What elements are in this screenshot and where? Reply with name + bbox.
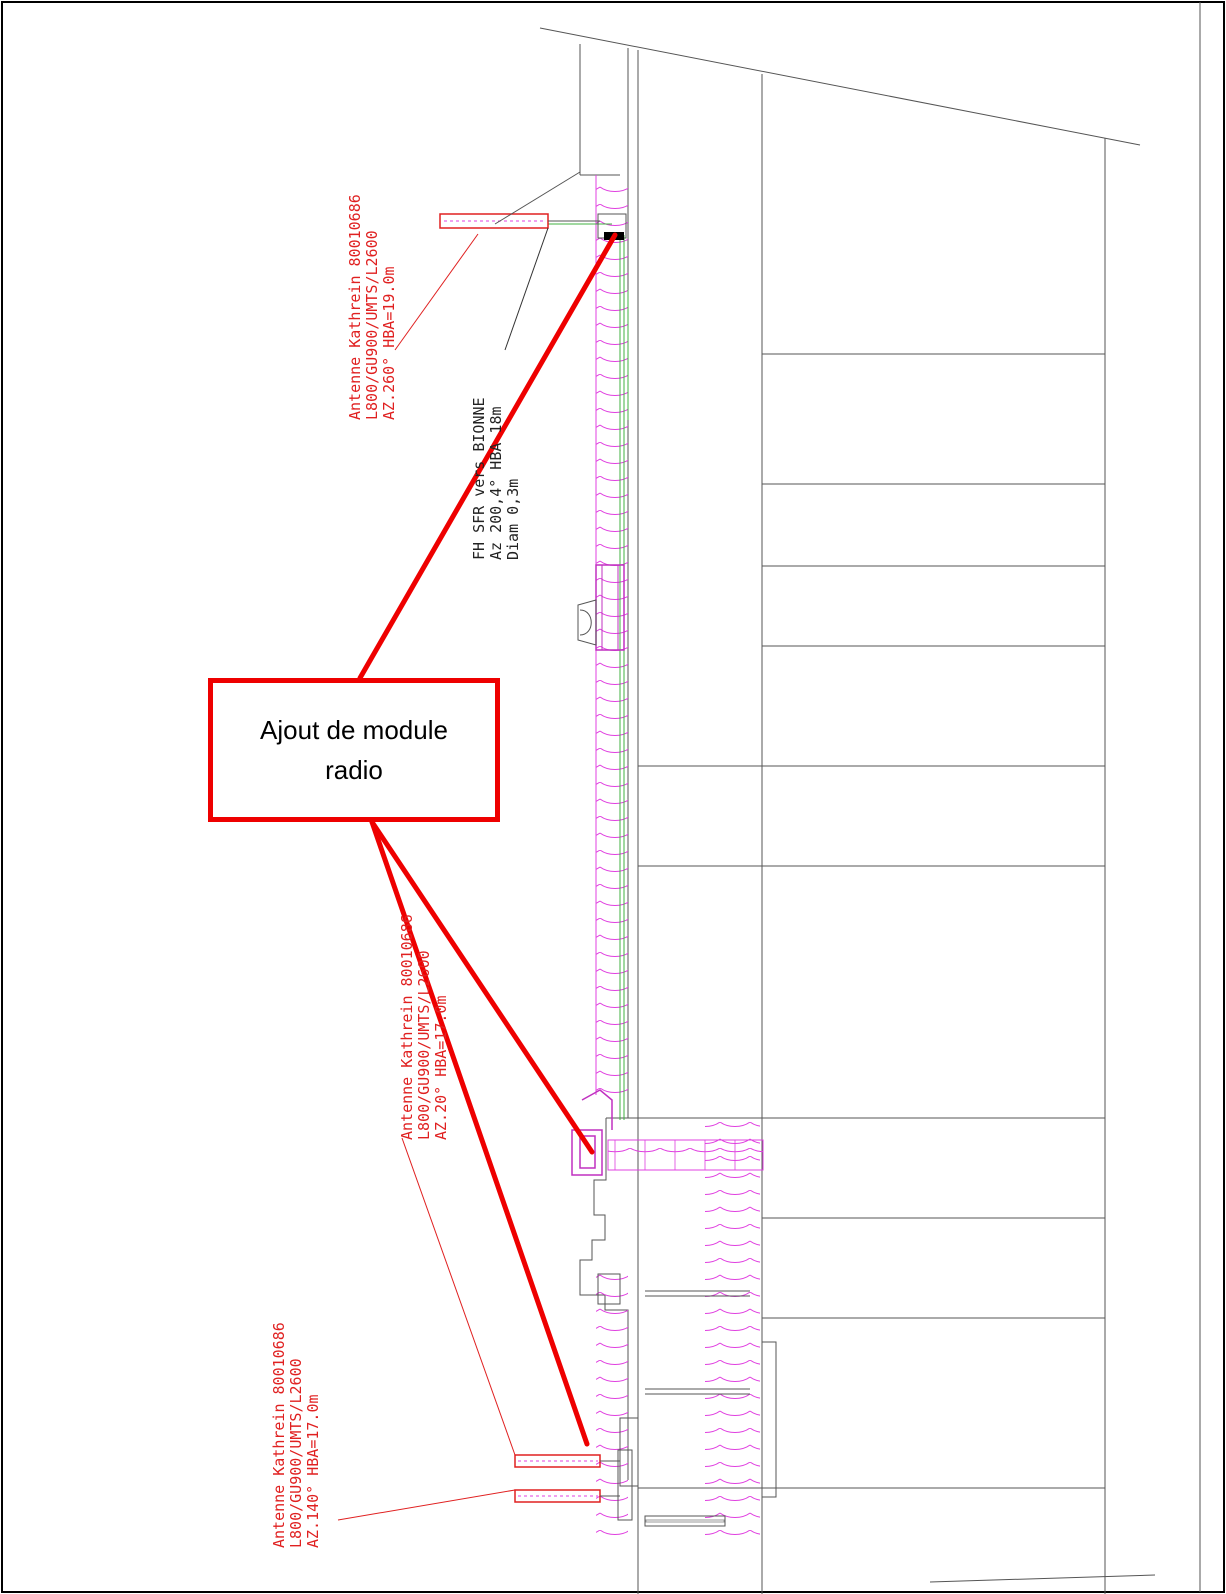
cable-route — [548, 223, 629, 1120]
antenna-3-graphic — [514, 1449, 633, 1521]
svg-text:L800/GU900/UMTS/L2600: L800/GU900/UMTS/L2600 — [287, 1358, 305, 1548]
building-outline — [579, 44, 1105, 1594]
svg-text:AZ.260° HBA=19.0m: AZ.260° HBA=19.0m — [380, 266, 398, 420]
antenna-2-label: Antenne Kathrein 80010686 L800/GU900/UMT… — [398, 914, 450, 1140]
antenna-2-leader — [401, 1137, 516, 1456]
fh-leader — [504, 227, 549, 351]
roof-window — [577, 564, 625, 651]
roof-tiles-upper — [596, 175, 628, 1095]
svg-text:Az 200,4° HBA 18m: Az 200,4° HBA 18m — [487, 406, 505, 560]
svg-text:FH SFR vers BIONNE: FH SFR vers BIONNE — [470, 397, 488, 560]
fh-label: FH SFR vers BIONNE Az 200,4° HBA 18m Dia… — [470, 397, 522, 560]
svg-text:Antenne Kathrein 80010686: Antenne Kathrein 80010686 — [270, 1322, 288, 1548]
ridge-tiles — [607, 1139, 764, 1171]
antenna-3-label: Antenne Kathrein 80010686 L800/GU900/UMT… — [270, 1322, 322, 1548]
svg-text:AZ.140° HBA=17.0m: AZ.140° HBA=17.0m — [304, 1394, 322, 1548]
bottom-slope-line — [929, 1574, 1156, 1583]
svg-text:Diam 0,3m: Diam 0,3m — [504, 479, 522, 560]
chimney-element — [571, 1089, 613, 1176]
lower-equipment — [597, 1273, 750, 1527]
svg-text:Antenne Kathrein 80010686: Antenne Kathrein 80010686 — [398, 914, 416, 1140]
roof-tiles-side — [596, 1270, 628, 1540]
svg-text:L800/GU900/UMTS/L2600: L800/GU900/UMTS/L2600 — [363, 230, 381, 420]
svg-text:Antenne Kathrein 80010686: Antenne Kathrein 80010686 — [346, 194, 364, 420]
antenna-1-leader — [394, 233, 479, 351]
antenna-1-label: Antenne Kathrein 80010686 L800/GU900/UMT… — [346, 194, 398, 420]
antenna-2-graphic — [514, 1454, 620, 1468]
svg-text:L800/GU900/UMTS/L2600: L800/GU900/UMTS/L2600 — [415, 950, 433, 1140]
callout-text: Ajout de module radio — [260, 715, 448, 785]
callout-box: Ajout de module radio — [208, 678, 500, 822]
roof-tiles-lower — [705, 1120, 760, 1540]
callout-pointers — [357, 232, 618, 1447]
svg-text:AZ.20° HBA=17.0m: AZ.20° HBA=17.0m — [432, 996, 450, 1141]
roof-slope-line — [539, 27, 1141, 146]
antenna-3-leader — [337, 1489, 516, 1521]
